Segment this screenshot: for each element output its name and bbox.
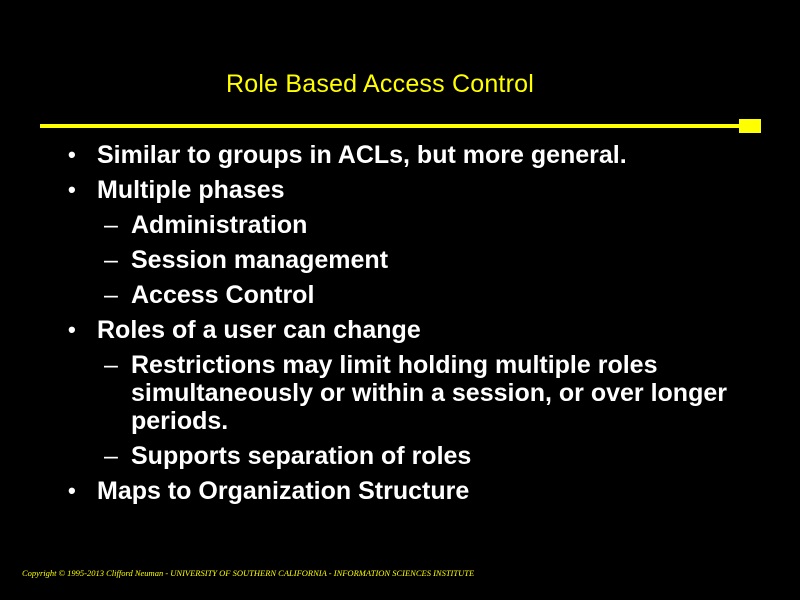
sub-bullet-marker: – — [104, 442, 118, 470]
bullet-text: Maps to Organization Structure — [97, 477, 470, 505]
title-underline-end-block — [739, 119, 761, 133]
sub-bullet-text: Session management — [131, 246, 389, 274]
bullet-marker: • — [68, 317, 76, 342]
title-underline — [40, 124, 745, 128]
bullet-marker: • — [68, 478, 76, 503]
bullet-text: Similar to groups in ACLs, but more gene… — [97, 141, 627, 169]
sub-bullet-item: – Administration — [0, 211, 800, 239]
sub-bullet-text: Access Control — [131, 281, 315, 309]
sub-bullet-text: Supports separation of roles — [131, 442, 472, 470]
bullet-marker: • — [68, 177, 76, 202]
bullet-item: • Similar to groups in ACLs, but more ge… — [0, 141, 800, 169]
sub-bullet-marker: – — [104, 246, 118, 274]
copyright-footer: Copyright © 1995-2013 Clifford Neuman - … — [22, 568, 475, 578]
sub-bullet-item: – Restrictions may limit holding multipl… — [0, 351, 800, 435]
sub-bullet-text: Administration — [131, 211, 308, 239]
sub-bullet-text: Restrictions may limit holding multiple … — [131, 351, 727, 435]
sub-bullet-marker: – — [104, 211, 118, 239]
sub-bullet-item: – Session management — [0, 246, 800, 274]
sub-bullet-item: – Supports separation of roles — [0, 442, 800, 470]
bullet-text: Multiple phases — [97, 176, 285, 204]
bullet-list: • Similar to groups in ACLs, but more ge… — [0, 141, 800, 512]
bullet-item: • Maps to Organization Structure — [0, 477, 800, 505]
bullet-marker: • — [68, 142, 76, 167]
slide-title: Role Based Access Control — [226, 70, 534, 98]
sub-bullet-marker: – — [104, 281, 118, 309]
sub-bullet-marker: – — [104, 351, 118, 379]
bullet-item: • Roles of a user can change — [0, 316, 800, 344]
bullet-text: Roles of a user can change — [97, 316, 421, 344]
bullet-item: • Multiple phases — [0, 176, 800, 204]
sub-bullet-item: – Access Control — [0, 281, 800, 309]
